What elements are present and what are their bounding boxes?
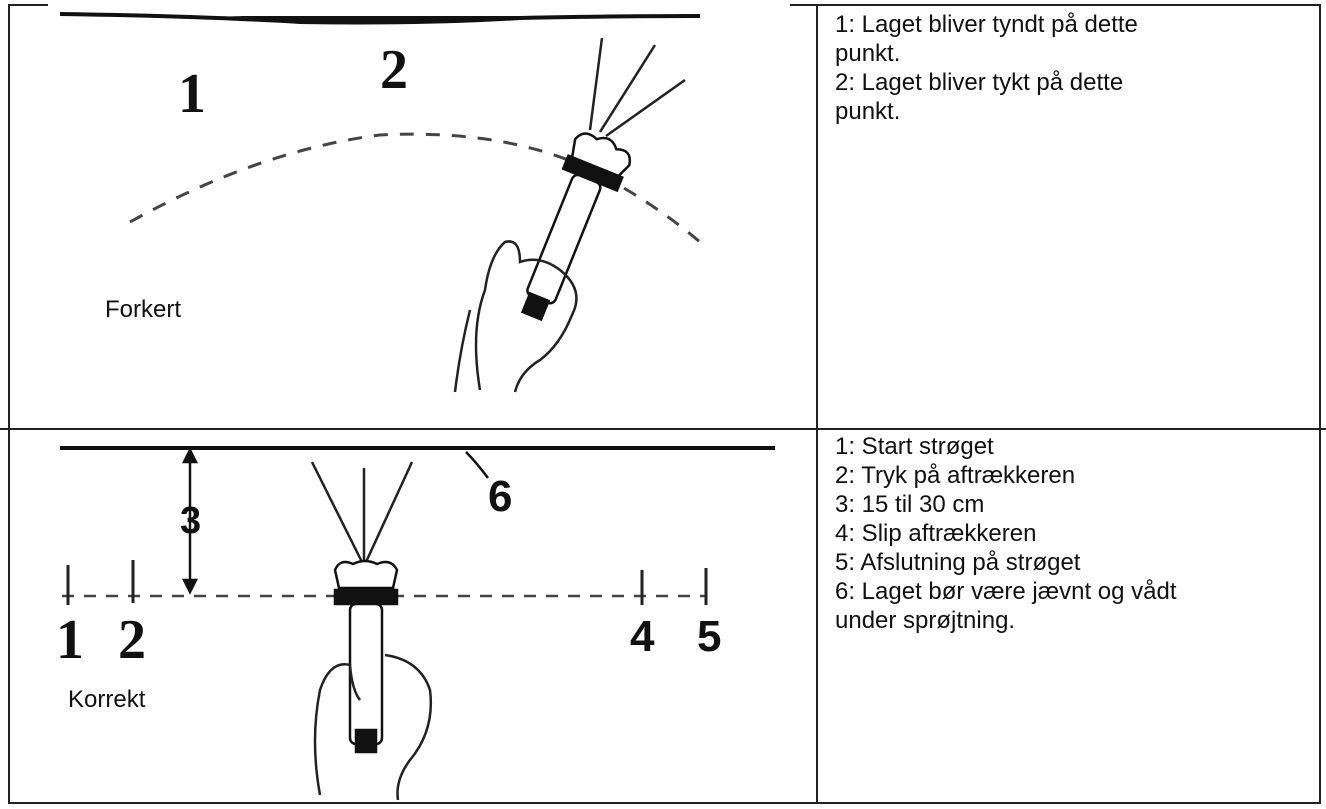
top-border-left — [8, 4, 48, 6]
correct-label: Korrekt — [68, 686, 146, 713]
wrong-label: Forkert — [105, 296, 182, 323]
surface-pointer — [465, 451, 489, 479]
wrong-notes: 1: Laget bliver tyndt på dette punkt. 2:… — [835, 10, 1138, 126]
correct-note-line: 6: Laget bør være jævnt og vådt — [835, 578, 1177, 605]
hand-top — [474, 240, 578, 393]
correct-mark-4: 4 — [630, 612, 655, 661]
spray-fan-bottom — [310, 461, 414, 563]
correct-notes: 1: Start strøget 2: Tryk på aftrækkeren … — [835, 432, 1177, 635]
correct-mark-2: 2 — [118, 609, 146, 671]
wrong-mark-2: 2 — [380, 39, 408, 101]
correct-note-line: 3: 15 til 30 cm — [835, 491, 985, 518]
spray-fan-top — [588, 37, 686, 138]
wrong-note-line: 1: Laget bliver tyndt på dette — [835, 11, 1138, 38]
wrong-note-line: 2: Laget bliver tykt på dette — [835, 69, 1124, 96]
painted-surface-bulge — [230, 16, 560, 23]
top-border-right — [790, 4, 1321, 6]
correct-note-line: 2: Tryk på aftrækkeren — [835, 462, 1076, 489]
spray-gun-top — [520, 132, 632, 322]
arc-spray-path — [129, 132, 701, 244]
wrong-note-line: punkt. — [835, 40, 901, 67]
correct-note-line: 5: Afslutning på strøget — [835, 549, 1081, 576]
hand-bottom — [313, 653, 432, 801]
stroke-markers — [66, 560, 708, 605]
correct-mark-1: 1 — [56, 609, 84, 671]
distance-arrow — [181, 447, 199, 595]
wrong-mark-1: 1 — [178, 63, 206, 125]
correct-note-line: 1: Start strøget — [835, 433, 994, 460]
spray-gun-bottom — [333, 559, 399, 754]
correct-mark-6: 6 — [488, 472, 513, 521]
correct-note-line: 4: Slip aftrækkeren — [835, 520, 1037, 547]
correct-mark-3: 3 — [180, 500, 202, 542]
diagram-frame — [8, 4, 1321, 804]
correct-note-line: under sprøjtning. — [835, 607, 1016, 634]
wrong-note-line: punkt. — [835, 98, 901, 125]
correct-mark-5: 5 — [697, 612, 722, 661]
row-divider — [0, 428, 1326, 430]
column-divider — [816, 4, 818, 804]
